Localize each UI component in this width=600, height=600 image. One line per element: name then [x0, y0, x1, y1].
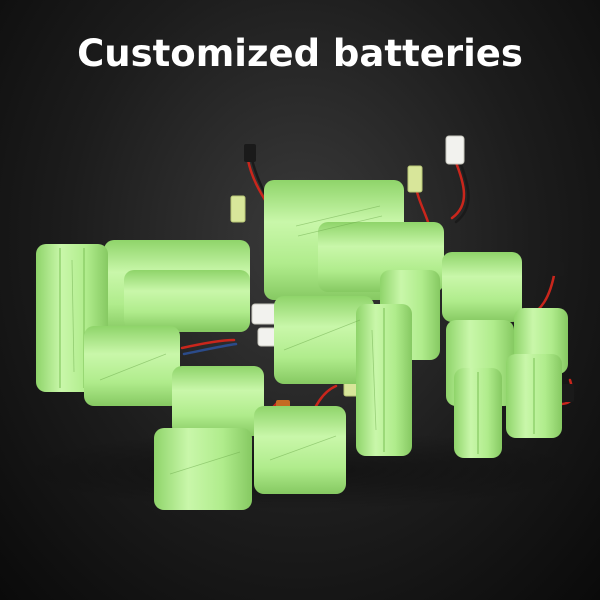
battery-packs: [36, 180, 568, 510]
page-title: Customized batteries: [77, 32, 523, 75]
pack-print: [71, 205, 383, 475]
